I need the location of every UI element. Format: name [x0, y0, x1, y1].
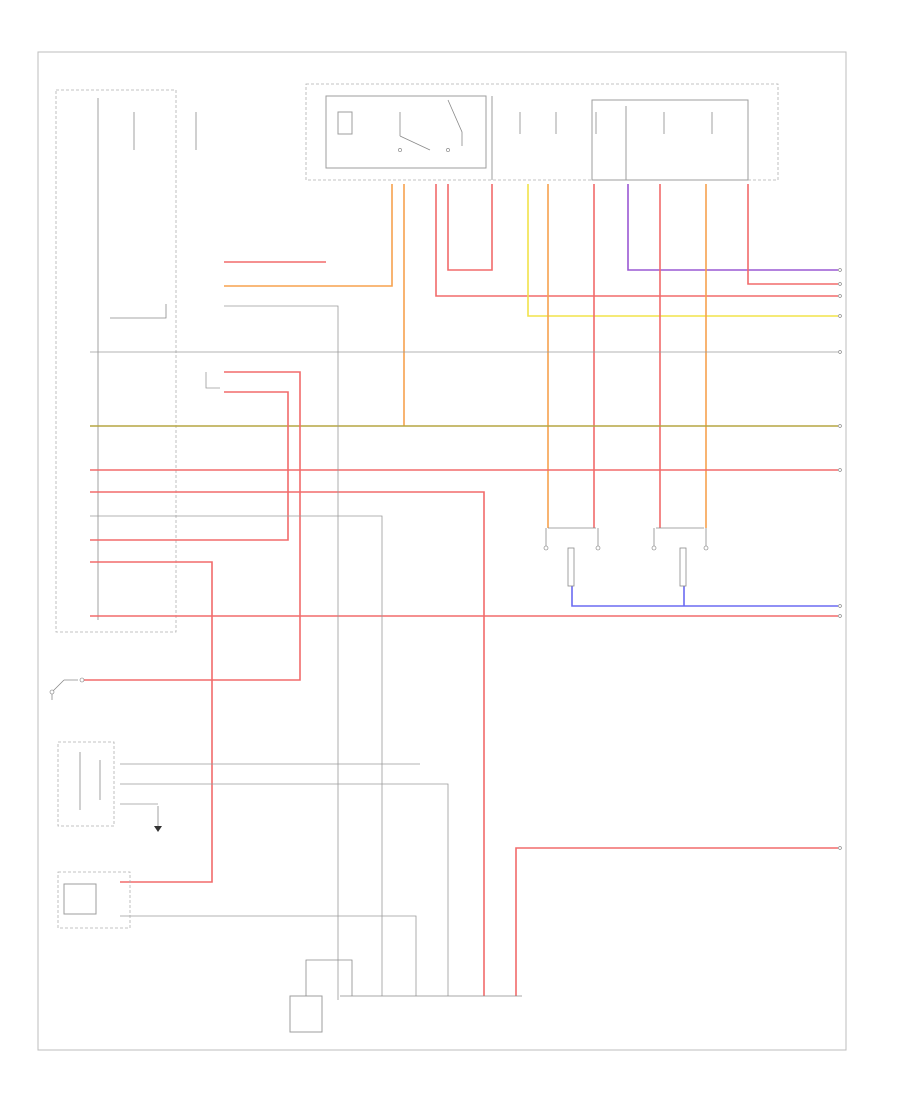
- lighting-relay: [57, 741, 115, 827]
- page-frame: [37, 51, 847, 1051]
- relay-contact: [398, 148, 402, 152]
- wire-end-marker: [838, 846, 842, 850]
- left-headlight-bulb: [545, 527, 599, 548]
- right-headlight-terminal: [651, 545, 657, 551]
- right-headlight-terminal: [703, 545, 709, 551]
- wire-end-marker: [838, 350, 842, 354]
- connector-block-outline: [57, 871, 131, 929]
- red-wire: [82, 371, 301, 681]
- ground-icon: [154, 826, 162, 832]
- fuse-relay-box-outline: [305, 83, 779, 181]
- wire-end-marker: [838, 314, 842, 318]
- wire-end-marker: [838, 604, 842, 608]
- fuse-block: [591, 99, 749, 181]
- blue-wire: [571, 586, 838, 607]
- gray-wire: [120, 783, 449, 996]
- right-headlight: [651, 527, 709, 587]
- wire-end-marker: [838, 468, 842, 472]
- left-headlight-terminal: [543, 545, 549, 551]
- combination-switch: [55, 89, 197, 633]
- wire-end-marker: [838, 614, 842, 618]
- left-headlight-terminal: [595, 545, 601, 551]
- red-wire: [515, 847, 838, 996]
- edge-markers: [838, 268, 842, 850]
- fuse-relay-box: [305, 83, 779, 181]
- junction-connector: [289, 959, 522, 1033]
- gray-wire: [224, 305, 339, 1000]
- module-body: [63, 883, 97, 915]
- dimmer-switch-lever: [110, 304, 167, 319]
- wire-end-marker: [838, 268, 842, 272]
- pass-switch: [49, 677, 85, 700]
- pass-switch-contact: [79, 677, 85, 683]
- ground-point: [154, 806, 162, 832]
- purple-wire: [627, 184, 838, 271]
- orange-wire: [224, 184, 393, 287]
- left-headlight-ground-lead: [567, 547, 575, 587]
- gray-wire: [205, 372, 220, 389]
- junction-stub: [305, 959, 353, 996]
- junction-module: [289, 995, 323, 1033]
- right-headlight-bulb: [653, 527, 707, 548]
- red-wire: [90, 491, 485, 996]
- red-wire: [90, 391, 289, 541]
- relay-contact: [446, 148, 450, 152]
- left-headlight: [543, 527, 601, 587]
- pass-switch-contact: [49, 689, 55, 695]
- lighting-relay-outline: [57, 741, 115, 827]
- relay-coil-symbol: [337, 111, 353, 135]
- red-wire: [90, 561, 213, 883]
- relay-switch-symbol: [399, 99, 463, 151]
- pass-switch-symbol: [51, 679, 78, 700]
- relay-block: [325, 95, 487, 169]
- gray-wire: [120, 915, 417, 996]
- connector-block: [57, 871, 131, 929]
- yellow-wire: [527, 184, 838, 317]
- wire-end-marker: [838, 424, 842, 428]
- gray-wire: [90, 515, 383, 996]
- wire-harness: [82, 184, 838, 1000]
- red-wire: [435, 184, 838, 297]
- red-wire: [747, 184, 838, 285]
- red-wire: [447, 184, 493, 271]
- combination-switch-outline: [55, 89, 177, 633]
- wire-end-marker: [838, 294, 842, 298]
- right-headlight-ground-lead: [679, 547, 687, 587]
- wire-end-marker: [838, 282, 842, 286]
